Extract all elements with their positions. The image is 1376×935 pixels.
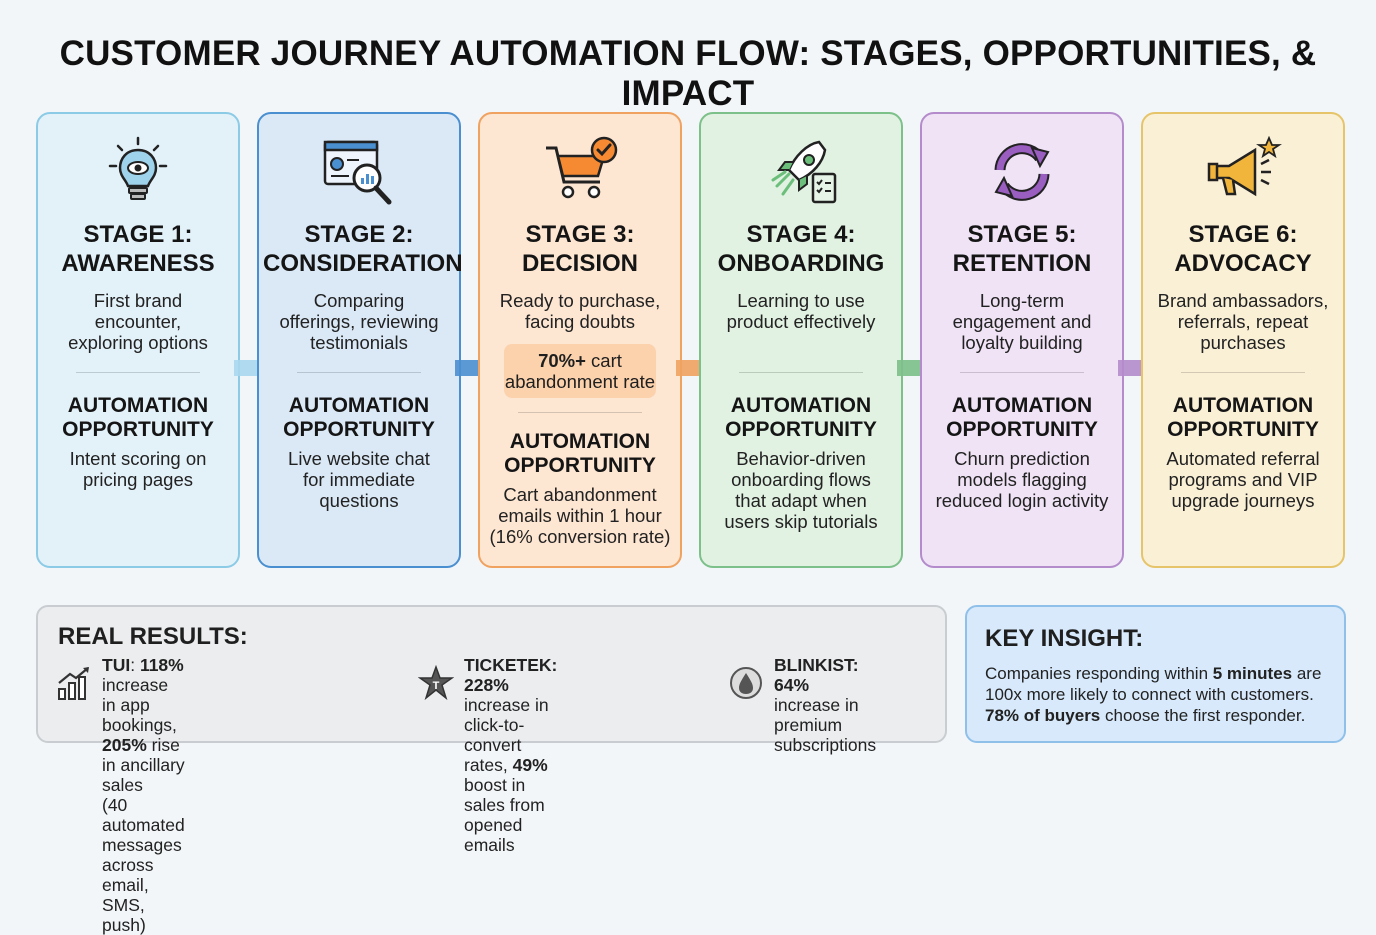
stages.5.auto-line: Automated referral xyxy=(1166,448,1320,469)
shopping-cart-check-icon xyxy=(480,136,680,208)
stages.4.auto-line: Churn prediction xyxy=(954,448,1090,469)
stages.2.desc-line: Ready to purchase, xyxy=(499,290,661,311)
result-text: TUI: 118% increase in app bookings,205% … xyxy=(102,655,185,935)
stage-card-6: STAGE 6:ADVOCACY Brand ambassadors,refer… xyxy=(1141,112,1345,568)
stages.2.auto-line: Cart abandonment xyxy=(503,484,657,505)
stages.2.auto-line: emails within 1 hour xyxy=(498,505,662,526)
stages.0.desc-line: exploring options xyxy=(68,332,208,353)
refresh-cycle-icon xyxy=(922,136,1122,208)
stages.1.desc-line: testimonials xyxy=(310,332,408,353)
stages.0.desc-line: First brand xyxy=(93,290,183,311)
stages.5.desc-line: referrals, repeat xyxy=(1177,311,1309,332)
svg-text:T: T xyxy=(433,680,440,692)
stages.2.desc-line: facing doubts xyxy=(524,311,636,332)
divider xyxy=(518,412,642,413)
stages.5.auto-line: programs and VIP xyxy=(1168,469,1318,490)
stage-name: STAGE 6:ADVOCACY xyxy=(1174,221,1312,277)
stage-name: STAGE 3:DECISION xyxy=(521,221,638,277)
divider xyxy=(739,372,863,373)
stages.0.desc-line: encounter, xyxy=(94,311,182,332)
stages.1.auto-line: questions xyxy=(319,490,399,511)
key-insight-panel: KEY INSIGHT: Companies responding within… xyxy=(965,605,1346,743)
lightbulb-eye-icon xyxy=(38,136,238,208)
growth-chart-icon xyxy=(56,665,92,701)
insight-heading: KEY INSIGHT: xyxy=(985,625,1144,652)
stages.3.auto-line: that adapt when xyxy=(735,490,867,511)
divider xyxy=(297,372,421,373)
divider xyxy=(960,372,1084,373)
stages.5.desc-line: purchases xyxy=(1200,332,1286,353)
stages.5.auto-line: upgrade journeys xyxy=(1171,490,1315,511)
stages.4.desc-line: loyalty building xyxy=(961,332,1083,353)
ticketek-star-icon: T xyxy=(417,664,455,701)
divider xyxy=(76,372,200,373)
stages.4.auto-line: reduced login activity xyxy=(935,490,1109,511)
stages.3.auto-line: Behavior-driven xyxy=(736,448,866,469)
stages.3.auto-line: users skip tutorials xyxy=(724,511,878,532)
stages.3.desc-line: Learning to use xyxy=(737,290,865,311)
stages.1.auto-line: for immediate xyxy=(302,469,416,490)
stages.1.desc-line: Comparing xyxy=(313,290,405,311)
stages.3.desc-line: product effectively xyxy=(726,311,876,332)
stages.3.auto-line: onboarding flows xyxy=(731,469,871,490)
insight-text: Companies responding within 5 minutes ar… xyxy=(985,664,1322,725)
stage-name: STAGE 5:RETENTION xyxy=(952,221,1092,277)
stage-name: STAGE 2:CONSIDERATION xyxy=(263,221,463,277)
cart-abandonment-stat: 70%+ cart abandonment rate xyxy=(504,344,656,398)
stages.4.desc-line: Long-term xyxy=(979,290,1065,311)
stage-description: Ready to purchase,facing doubts xyxy=(490,290,670,332)
stage-name: STAGE 4:ONBOARDING xyxy=(717,221,885,277)
blinkist-drop-icon xyxy=(728,665,764,701)
stage-card-3: STAGE 3:DECISION Ready to purchase,facin… xyxy=(478,112,682,568)
megaphone-star-icon xyxy=(1143,136,1343,208)
stages.2.auto-line: (16% conversion rate) xyxy=(489,526,671,547)
stages.1.auto-line: Live website chat xyxy=(288,448,430,469)
stages.0.auto-line: Intent scoring on xyxy=(69,448,207,469)
stages.5.desc-line: Brand ambassadors, xyxy=(1157,290,1329,311)
stages.4.desc-line: engagement and xyxy=(952,311,1092,332)
page-title: CUSTOMER JOURNEY AUTOMATION FLOW: STAGES… xyxy=(59,34,1317,113)
real-results-panel: REAL RESULTS: TUI: 118% increase in app … xyxy=(36,605,947,935)
rocket-checklist-icon xyxy=(701,136,901,208)
divider xyxy=(1181,372,1305,373)
stages.1.desc-line: offerings, reviewing xyxy=(279,311,439,332)
magnifier-chart-icon xyxy=(259,136,459,208)
stage-name: STAGE 1:AWARENESS xyxy=(61,221,215,277)
results-heading: REAL RESULTS: xyxy=(58,623,248,650)
stages.4.auto-line: models flagging xyxy=(957,469,1087,490)
stages.0.auto-line: pricing pages xyxy=(82,469,194,490)
